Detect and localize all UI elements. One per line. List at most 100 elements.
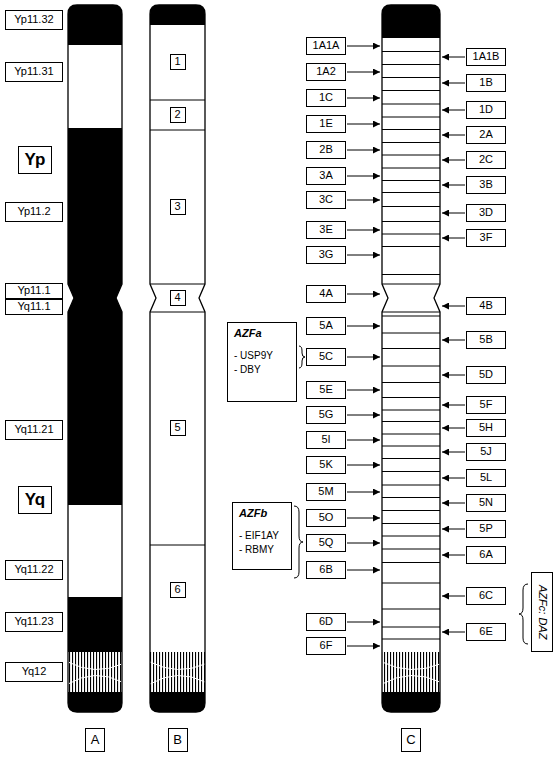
region-number: 6 — [170, 582, 186, 598]
label-text: 1B — [479, 76, 492, 89]
leader-arrow — [347, 357, 380, 358]
band-boundary — [380, 583, 442, 584]
label-text: Yp — [25, 150, 46, 170]
chromosome-band — [66, 692, 124, 712]
chromosome-band — [66, 5, 124, 45]
label-text: 6A — [479, 548, 492, 561]
bracket-group — [294, 346, 528, 644]
region-number: 4 — [170, 290, 186, 306]
label-text: 1A2 — [316, 65, 336, 78]
subband-label: 3D — [466, 204, 506, 222]
band-boundary — [380, 446, 442, 447]
chromosome-band — [380, 5, 442, 38]
subband-label: 5O — [306, 509, 346, 527]
leader-arrow — [347, 124, 380, 125]
leader-arrow — [442, 478, 465, 479]
label-text: 5A — [319, 319, 332, 332]
leader-arrow — [442, 340, 465, 341]
leader-arrow — [347, 98, 380, 99]
subband-label: 6B — [306, 561, 346, 579]
label-text: Yq12 — [22, 665, 47, 678]
band-boundary — [380, 510, 442, 511]
subband-label: 1E — [306, 115, 346, 133]
band-boundary — [380, 234, 442, 235]
subband-label: 3A — [306, 167, 346, 185]
band-boundary — [380, 497, 442, 498]
chromosome-band — [148, 692, 207, 712]
leader-arrow — [347, 230, 380, 231]
leader-group — [347, 46, 465, 646]
leader-arrow — [347, 255, 380, 256]
band-label: Yp11.2 — [5, 202, 63, 222]
gene-name: - DBY — [234, 364, 261, 376]
band-boundary — [380, 117, 442, 118]
subband-label: 6C — [466, 587, 506, 605]
band-boundary — [380, 316, 442, 317]
chromosome-band — [66, 128, 124, 505]
subband-label: 5L — [466, 469, 506, 487]
label-text: 3D — [479, 206, 493, 219]
label-text: 5B — [479, 333, 492, 346]
heterochromatin-mark — [382, 662, 440, 670]
band-label: Yq11.22 — [5, 560, 63, 580]
leader-arrow — [347, 646, 380, 647]
label-text: 5M — [318, 485, 333, 498]
label-text: 5D — [479, 368, 493, 381]
gene-name: - RBMY — [239, 544, 274, 556]
label-text: 6E — [479, 625, 492, 638]
band-boundary — [380, 333, 442, 334]
subband-label: 5F — [466, 396, 506, 414]
chromosome-band — [148, 652, 207, 692]
band-boundary — [380, 397, 442, 398]
leader-arrow — [347, 440, 380, 441]
subband-label: 1B — [466, 74, 506, 92]
label-text: Yq11.22 — [14, 563, 53, 576]
band-boundary — [380, 104, 442, 105]
leader-arrow — [442, 57, 465, 58]
band-label: Yp11.32 — [5, 10, 63, 30]
leader-arrow — [347, 390, 380, 391]
leader-arrow — [347, 492, 380, 493]
label-text: 6C — [479, 589, 493, 602]
subband-label: 3B — [466, 176, 506, 194]
chromosome-outline — [68, 5, 122, 712]
band-boundary — [380, 549, 442, 550]
label-text: 5K — [319, 458, 332, 471]
label-text: Yp11.31 — [14, 65, 53, 78]
leader-arrow — [442, 503, 465, 504]
subband-label: 5H — [466, 419, 506, 437]
band-label: Yq11.23 — [5, 612, 63, 632]
band-boundary — [380, 366, 442, 367]
label-text: Yp11.1 — [17, 284, 50, 297]
leader-arrow — [347, 294, 380, 295]
leader-arrow — [442, 306, 465, 307]
band-boundary — [148, 312, 207, 313]
band-boundary — [380, 192, 442, 193]
gene-name: - EIF1AY — [239, 530, 279, 542]
leader-arrow — [442, 428, 465, 429]
band-boundary — [380, 471, 442, 472]
subband-label: 1A1A — [306, 37, 346, 55]
chromosome-band — [380, 652, 442, 692]
label-text: 2 — [174, 108, 180, 121]
chromosome-band — [148, 25, 207, 652]
subband-label: 2B — [306, 141, 346, 159]
label-text: 3E — [319, 223, 332, 236]
subband-label: 3C — [306, 191, 346, 209]
band-boundary — [380, 90, 442, 91]
label-text: 6D — [319, 615, 333, 628]
band-boundary — [148, 100, 207, 101]
label-text: C — [406, 732, 415, 748]
leader-arrow — [347, 570, 380, 571]
chromosome-band — [66, 597, 124, 652]
band-boundary — [380, 221, 442, 222]
label-text: Yq11.1 — [17, 300, 50, 313]
band-boundary — [380, 142, 442, 143]
subband-label: 6D — [306, 613, 346, 631]
subband-label: 4A — [306, 285, 346, 303]
leader-arrow — [347, 72, 380, 73]
band-boundary — [380, 523, 442, 524]
chromosome-band — [66, 652, 124, 692]
band-boundary — [380, 609, 442, 610]
chromosome-band — [380, 38, 442, 652]
